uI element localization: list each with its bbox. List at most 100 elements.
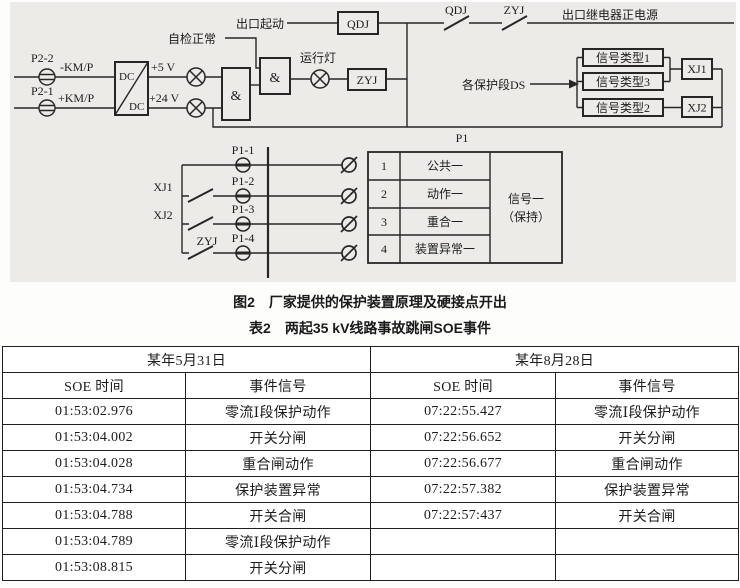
p1-label: P1 [456, 131, 469, 145]
p1-row2-num: 2 [381, 187, 387, 201]
out-relay-power-label: 出口继电器正电源 [562, 8, 658, 22]
qdj-relay-box [337, 11, 379, 35]
event-cell: 零流Ⅰ段保护动作 [184, 528, 372, 555]
soe-time-cell: 01:53:02.976 [2, 398, 186, 425]
self-check-label: 自检正常 [168, 31, 216, 46]
p1-row3-label: 重合一 [427, 214, 463, 229]
figure-background [10, 2, 736, 282]
signal-type3-label: 信号类型3 [596, 75, 650, 89]
ds-arrow-icon [569, 79, 579, 89]
xj1-box-label: XJ1 [687, 62, 706, 76]
qdj-box-label: QDJ [347, 17, 369, 31]
soe-time-cell: 07:22:57:437 [370, 502, 557, 529]
col-header-event: 事件信号 [184, 372, 372, 399]
p1-row2-label: 动作一 [427, 187, 463, 201]
signal-type2-label: 信号类型2 [596, 101, 650, 115]
soe-time-cell: 01:53:08.815 [2, 554, 186, 581]
v5-label: +5 V [151, 60, 176, 74]
xj1-relay-box [681, 58, 713, 80]
signal-type1-label: 信号类型1 [596, 51, 650, 65]
qdj-contact-label: QDJ [445, 3, 467, 17]
signal-type2-box [582, 98, 664, 117]
zyj-box-label: ZYJ [357, 73, 378, 87]
and-gate-2 [259, 57, 291, 95]
pin-p1-2-label: P1-2 [232, 174, 255, 188]
dc-dc-diagonal [114, 61, 149, 116]
date-header-row: 某年5月31日 某年8月28日 [1, 346, 740, 373]
p1-row1-label: 公共一 [427, 159, 463, 173]
table-row: 01:53:04.028 重合闸动作 07:22:56.677 重合闸动作 [2, 450, 740, 477]
event-cell: 保护装置异常 [184, 476, 372, 503]
col-header-event: 事件信号 [555, 372, 740, 399]
figure2-caption: 图2 厂家提供的保护装置原理及硬接点开出 [233, 294, 507, 310]
xj2-contact-icon [187, 216, 214, 231]
table-row: 01:53:04.002 开关分闸 07:22:56.652 开关分闸 [2, 424, 740, 451]
event-cell: 重合闸动作 [184, 450, 372, 477]
event-cell: 开关分闸 [184, 424, 372, 451]
contact-slashes [187, 15, 528, 260]
pin-p1-1-label: P1-1 [232, 143, 255, 157]
protection-ds-label: 各保护段DS [462, 77, 525, 92]
soe-time-cell [370, 554, 557, 581]
pin-p1-4-label: P1-4 [232, 231, 255, 245]
xj2-contact-label: XJ2 [153, 208, 172, 222]
lamps [186, 67, 330, 118]
p1-hold-label: （保持） [502, 209, 550, 224]
signal-type3-box [582, 72, 664, 91]
table-row: 01:53:04.734 保护装置异常 07:22:57.382 保护装置异常 [2, 476, 740, 503]
p2-terminals [38, 68, 56, 117]
table-row: 01:53:04.789 零流Ⅰ段保护动作 [2, 528, 740, 555]
run-lamp-label: 运行灯 [300, 51, 336, 65]
table-row: 01:53:08.815 开关分闸 [2, 554, 740, 581]
event-cell: 开关合闸 [555, 502, 740, 529]
event-cell [555, 528, 740, 555]
soe-time-cell: 07:22:57.382 [370, 476, 557, 503]
figure2-schematic: P2-2 P2-1 -KM/P +KM/P DC DC +5 V +24 V &… [10, 2, 736, 282]
soe-time-cell: 07:22:56.652 [370, 424, 557, 451]
and-gate-2-label: & [270, 71, 281, 86]
p2-2-label: P2-2 [31, 51, 54, 65]
event-cell: 重合闸动作 [555, 450, 740, 477]
p2-1-label: P2-1 [31, 84, 54, 98]
event-cell [555, 554, 740, 581]
soe-time-cell: 01:53:04.734 [2, 476, 186, 503]
xj2-box-label: XJ2 [687, 101, 706, 115]
and-gate-1-label: & [231, 89, 242, 104]
and-gate-1 [221, 67, 251, 121]
p2-1-terminal-icon [38, 99, 56, 117]
table-row: 01:53:02.976 零流Ⅰ段保护动作 07:22:55.427 零流Ⅰ段保… [2, 398, 740, 425]
event-cell: 开关合闸 [184, 502, 372, 529]
event-cell: 零流Ⅰ段保护动作 [184, 398, 372, 425]
event-cell: 开关分闸 [184, 554, 372, 581]
p2-2-terminal-icon [38, 68, 56, 86]
event-cell: 开关分闸 [555, 424, 740, 451]
xj1-contact-icon [187, 188, 214, 203]
neg-km-label: -KM/P [60, 60, 94, 74]
soe-time-cell: 07:22:56.677 [370, 450, 557, 477]
dc-top-label: DC [119, 71, 134, 83]
table-row: 01:53:04.788 开关合闸 07:22:57:437 开关合闸 [2, 502, 740, 529]
soe-time-cell [370, 528, 557, 555]
soe-time-cell: 01:53:04.002 [2, 424, 186, 451]
col-header-soe-time: SOE 时间 [370, 372, 557, 399]
xj1-contact-label: XJ1 [153, 180, 172, 194]
p1-row4-num: 4 [381, 242, 387, 256]
p1-row3-num: 3 [381, 215, 387, 229]
qdj-contact-icon [443, 15, 470, 31]
dc-bottom-label: DC [129, 101, 144, 113]
pos-km-label: +KM/P [58, 91, 94, 105]
zyj-relay-box [347, 68, 387, 91]
p1-row4-label: 装置异常一 [415, 242, 475, 256]
zyj-contact-icon [501, 15, 528, 31]
p1-pin-terminals [235, 157, 251, 261]
col-header-soe-time: SOE 时间 [2, 372, 186, 399]
date-left: 某年5月31日 [1, 346, 372, 373]
event-cell: 零流Ⅰ段保护动作 [555, 398, 740, 425]
date-right: 某年8月28日 [370, 346, 740, 373]
output-pins [340, 156, 358, 262]
xj2-relay-box [681, 96, 713, 118]
zyj-contact2-label: ZYJ [197, 234, 218, 248]
soe-time-cell: 01:53:04.028 [2, 450, 186, 477]
soe-table: 某年5月31日 某年8月28日 SOE 时间 事件信号 SOE 时间 事件信号 … [1, 346, 740, 581]
